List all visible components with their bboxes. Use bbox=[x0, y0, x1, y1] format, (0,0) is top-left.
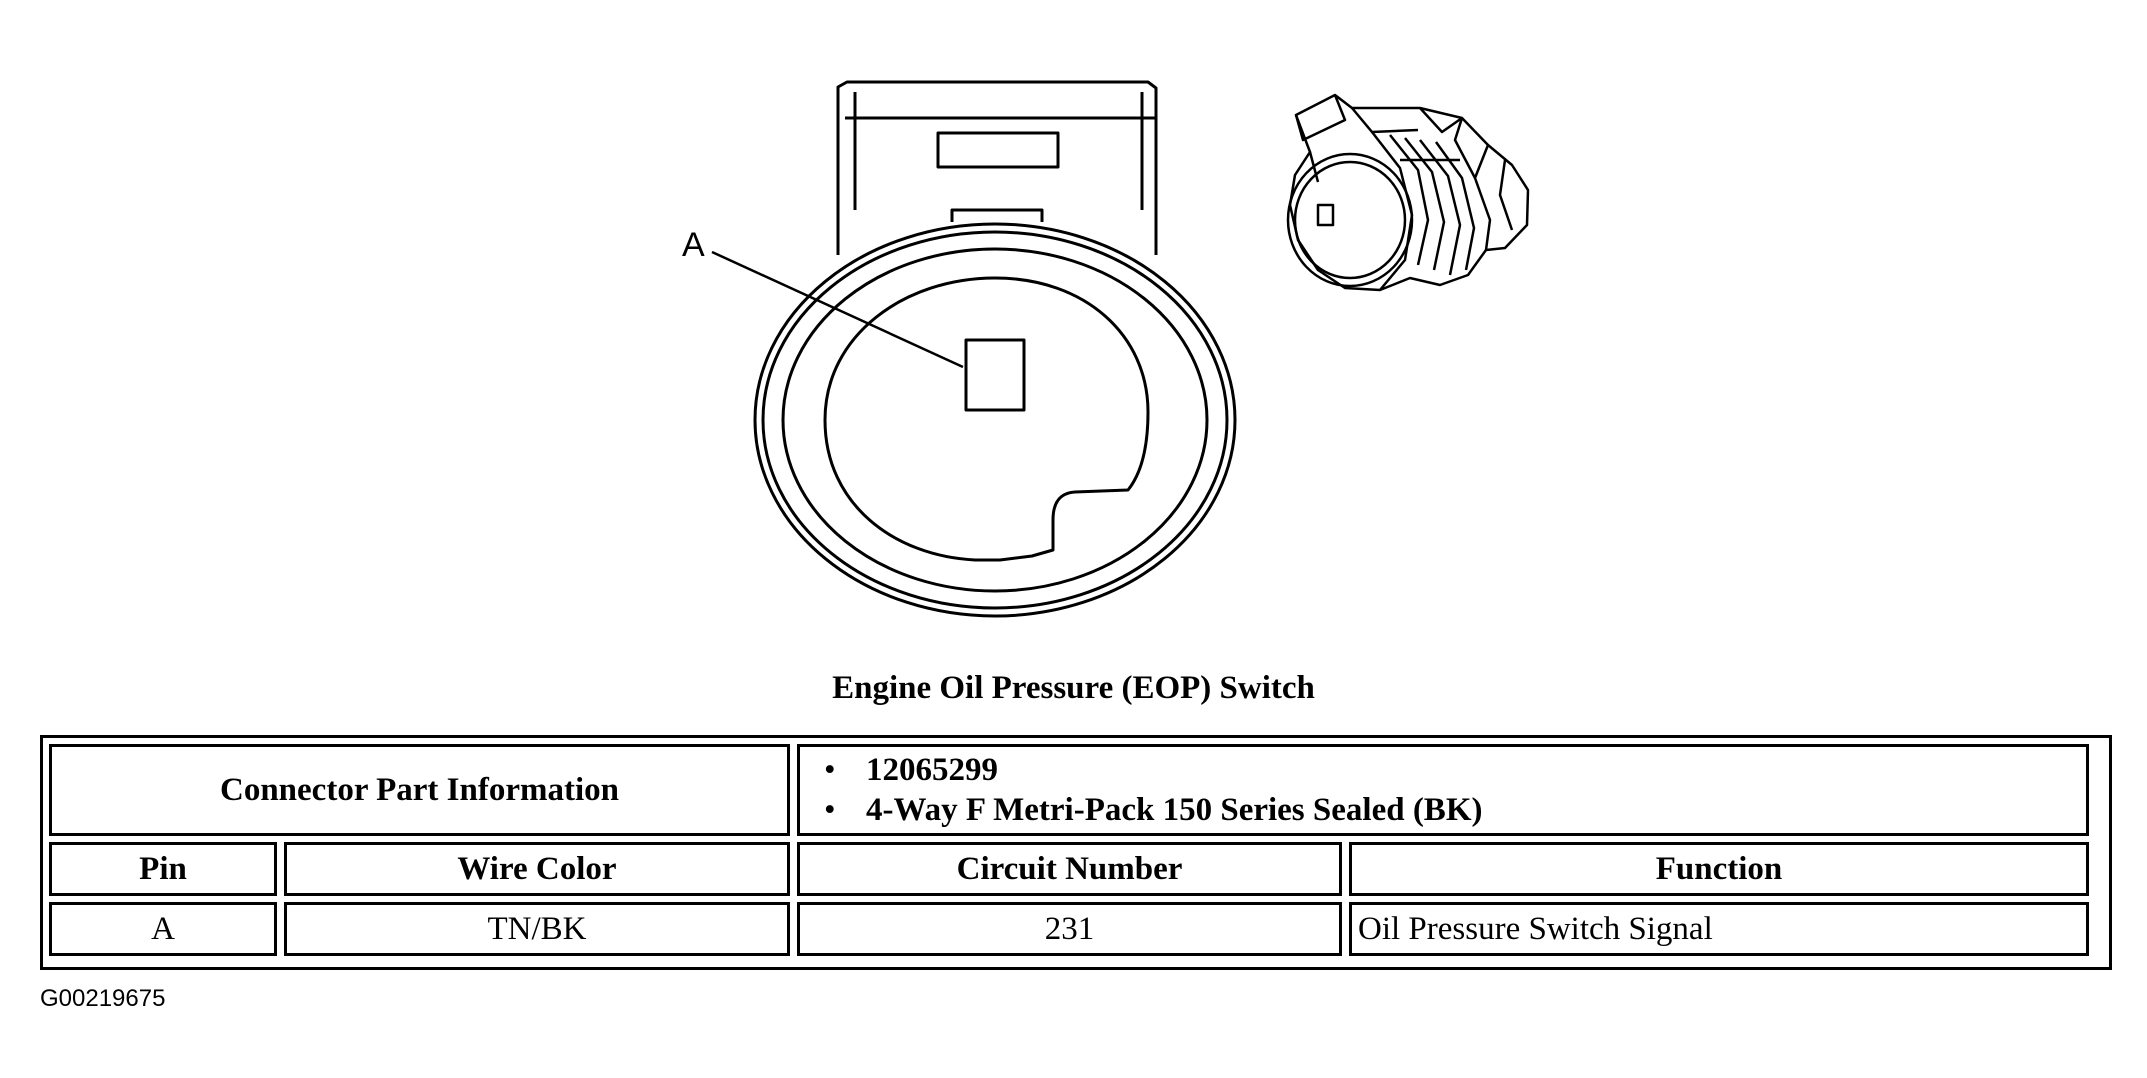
header-wire-color: Wire Color bbox=[284, 842, 790, 896]
cell-wire-color: TN/BK bbox=[284, 902, 790, 956]
part-info-label: Connector Part Information bbox=[49, 744, 790, 836]
table-row: A TN/BK 231 Oil Pressure Switch Signal bbox=[49, 902, 2089, 956]
part-info-cell: 12065299 4-Way F Metri-Pack 150 Series S… bbox=[797, 744, 2089, 836]
cell-circuit-number: 231 bbox=[797, 902, 1342, 956]
connector-info-table: Connector Part Information 12065299 4-Wa… bbox=[40, 735, 2112, 970]
part-number: 12065299 bbox=[824, 750, 2080, 790]
connector-face bbox=[711, 222, 1237, 618]
diagram-caption: Engine Oil Pressure (EOP) Switch bbox=[832, 670, 1315, 706]
callout-leader-line bbox=[711, 250, 964, 369]
header-circuit-number: Circuit Number bbox=[797, 842, 1342, 896]
part-description: 4-Way F Metri-Pack 150 Series Sealed (BK… bbox=[824, 790, 2080, 830]
terminal-cavity-a bbox=[964, 338, 1026, 412]
connector-isometric-view bbox=[1286, 93, 1530, 292]
header-function: Function bbox=[1349, 842, 2089, 896]
callout-label-a: A bbox=[682, 226, 705, 264]
figure-reference-id: G00219675 bbox=[40, 985, 166, 1012]
header-pin: Pin bbox=[49, 842, 277, 896]
part-info-list: 12065299 4-Way F Metri-Pack 150 Series S… bbox=[806, 750, 2080, 830]
cell-pin: A bbox=[49, 902, 277, 956]
connector-latch bbox=[836, 80, 1158, 255]
cell-function: Oil Pressure Switch Signal bbox=[1349, 902, 2089, 956]
